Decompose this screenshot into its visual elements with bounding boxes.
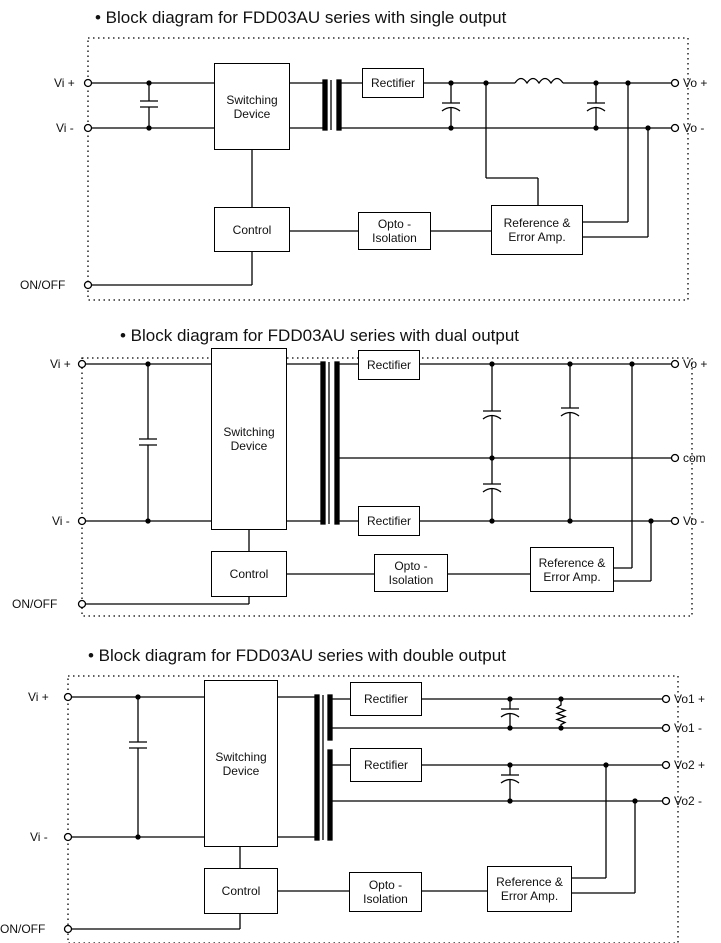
diagram-dual-output: • Block diagram for FDD03AU series with … — [0, 318, 721, 618]
label-vi-minus: Vi - — [52, 514, 70, 528]
opto-isolation-block: Opto - Isolation — [374, 554, 448, 592]
label-on-off: ON/OFF — [20, 278, 66, 292]
module-boundary — [87, 37, 689, 301]
rectifier-block-upper: Rectifier — [358, 350, 420, 380]
switching-device-block: Switching Device — [214, 63, 290, 150]
label-vi-minus: Vi - — [56, 121, 74, 135]
label-out3: Vo2 + — [674, 758, 706, 772]
reference-error-amp-block: Reference & Error Amp. — [491, 205, 583, 255]
label-vi-minus: Vi - — [30, 830, 48, 844]
switching-device-block: Switching Device — [211, 348, 287, 530]
label-out1: Vo + — [683, 357, 708, 371]
reference-error-amp-block: Reference & Error Amp. — [487, 866, 572, 912]
label-out3: Vo - — [683, 514, 705, 528]
dual-output-schematic — [77, 357, 693, 617]
label-out2: Vo1 - — [674, 721, 703, 735]
rectifier-block: Rectifier — [362, 68, 424, 98]
label-on-off: ON/OFF — [0, 922, 46, 936]
diagram-title: • Block diagram for FDD03AU series with … — [95, 8, 507, 27]
label-vi-plus: Vi + — [50, 357, 71, 371]
single-output-schematic — [83, 37, 689, 301]
opto-isolation-block: Opto - Isolation — [358, 212, 431, 250]
label-out2: Vo - — [683, 121, 705, 135]
control-block: Control — [214, 207, 290, 252]
diagram-double-output: • Block diagram for FDD03AU series with … — [0, 638, 721, 943]
module-boundary — [67, 675, 679, 943]
label-out4: Vo2 - — [674, 794, 703, 808]
switching-device-block: Switching Device — [204, 680, 278, 847]
label-out1: Vo + — [683, 76, 708, 90]
label-vi-plus: Vi + — [54, 76, 75, 90]
label-on-off: ON/OFF — [12, 597, 58, 611]
rectifier-block-upper: Rectifier — [350, 682, 422, 716]
label-out2: com — [683, 451, 706, 465]
reference-error-amp-block: Reference & Error Amp. — [530, 547, 614, 592]
double-output-schematic — [63, 675, 679, 943]
rectifier-block-lower: Rectifier — [358, 506, 420, 536]
label-out1: Vo1 + — [674, 692, 706, 706]
diagram-title: • Block diagram for FDD03AU series with … — [120, 326, 520, 345]
control-block: Control — [211, 551, 287, 597]
control-block: Control — [204, 868, 278, 914]
rectifier-block-lower: Rectifier — [350, 748, 422, 782]
label-vi-plus: Vi + — [28, 690, 49, 704]
diagram-title: • Block diagram for FDD03AU series with … — [88, 646, 506, 665]
opto-isolation-block: Opto - Isolation — [349, 872, 422, 912]
diagram-single-output: • Block diagram for FDD03AU series with … — [0, 0, 721, 301]
